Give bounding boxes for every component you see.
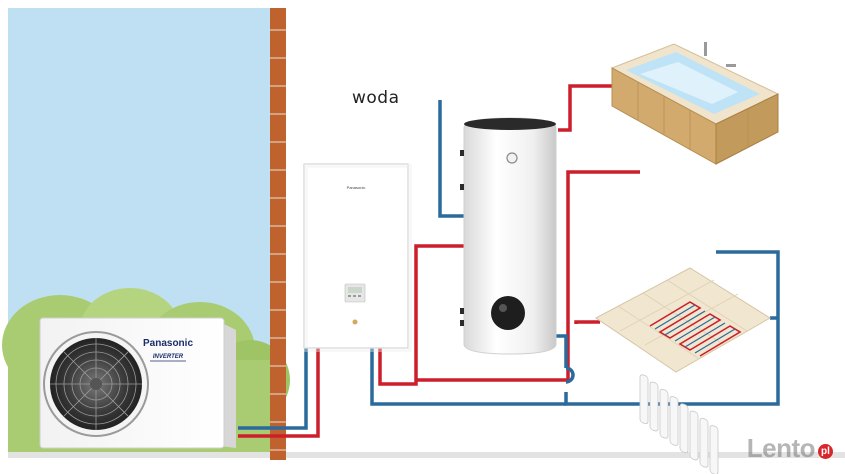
- tank-inspection-port: [491, 296, 525, 330]
- status-indicator-icon: [352, 319, 358, 325]
- tank-thermometer-icon: [506, 152, 518, 164]
- bathtub: [610, 42, 780, 165]
- pipe-crossover-loop: [565, 366, 575, 384]
- cold-pipe-tank-return: [370, 346, 566, 406]
- cold-pipe-outdoor-link: [238, 348, 308, 430]
- bath-faucet-icon: [704, 42, 707, 56]
- hot-pipe-to-bath: [558, 84, 620, 132]
- underfloor-heating: [595, 267, 771, 373]
- water-label: woda: [352, 88, 400, 108]
- indoor-brand-label: Panasonic: [347, 185, 366, 190]
- hot-pipe-to-tank-coil: [378, 244, 466, 386]
- watermark-text: Lento: [746, 433, 816, 463]
- ground: [8, 452, 845, 458]
- outdoor-unit: Panasonic INVERTER: [39, 317, 236, 449]
- cold-pipe-heating-return: [564, 250, 780, 406]
- watermark: Lento pl: [747, 433, 833, 464]
- hot-pipe-outdoor-link: [238, 348, 320, 438]
- brick-wall: [270, 8, 286, 460]
- outdoor-series-label: INVERTER: [153, 354, 184, 360]
- water-tank: [460, 117, 557, 355]
- outdoor-brand-label: Panasonic: [143, 338, 193, 349]
- cold-water-inlet-pipe: [438, 100, 466, 218]
- hot-pipe-floor-supply: [574, 320, 600, 324]
- radiator: [639, 374, 719, 474]
- hot-pipe-heating-supply: [416, 170, 640, 382]
- watermark-badge: pl: [818, 444, 833, 459]
- indoor-unit: Panasonic: [303, 163, 412, 352]
